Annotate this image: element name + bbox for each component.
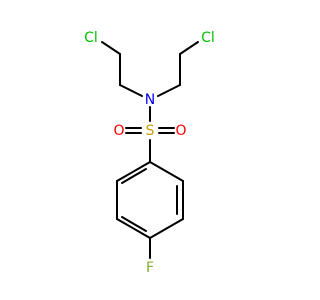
molecule-structure: Cl Cl N S O O F [84,30,215,276]
bonds [101,41,199,259]
ring-bond-4 [116,218,151,239]
ring-bond-6 [116,161,151,182]
bond-c4-n [157,84,181,97]
atom-fluorine: F [146,260,154,276]
atom-oxygen-right: O [175,123,186,139]
ring-double-2 [121,216,147,232]
ring-double-3 [121,168,147,184]
atom-cl-left: Cl [84,30,98,46]
ring-bond-1 [149,161,184,182]
atom-oxygen-left: O [113,123,124,139]
atom-nitrogen: N [145,92,155,108]
atom-sulfur: S [146,123,155,139]
bond-cl-left-c1 [101,41,121,55]
ring-bond-3 [149,218,184,239]
atom-cl-right: Cl [201,30,215,46]
bond-c2-n [119,84,143,97]
bond-cl-right-c3 [179,41,199,55]
